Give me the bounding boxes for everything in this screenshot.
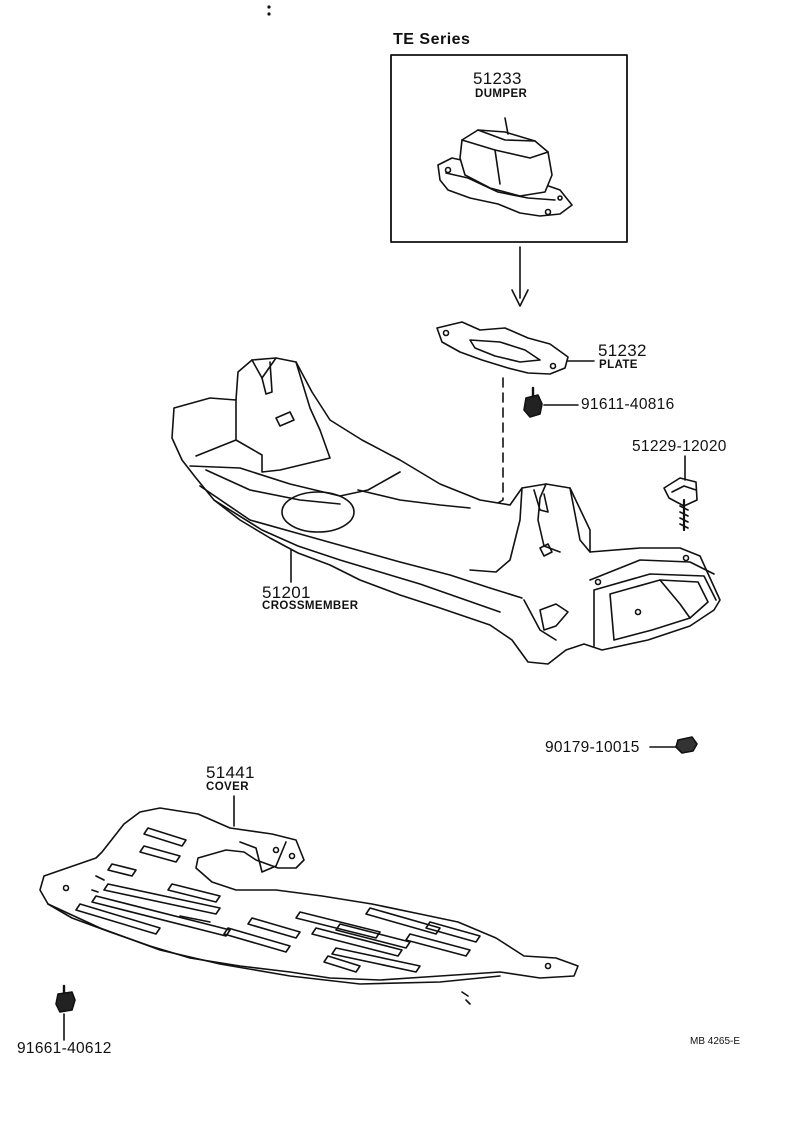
inset-arrow-head xyxy=(512,290,528,306)
plate-part-name: PLATE xyxy=(599,359,638,371)
bolt-cover-illustration xyxy=(56,986,75,1012)
plate-illustration xyxy=(437,322,568,374)
cover-part-number: 51441 xyxy=(206,763,255,782)
scan-mark xyxy=(268,13,270,15)
bolt-plate-illustration xyxy=(524,388,542,417)
crossmember-part-name: CROSSMEMBER xyxy=(262,600,359,612)
crossmember-illustration xyxy=(172,358,720,664)
scan-mark xyxy=(268,6,270,8)
bolt-cover-part-number: 91661-40612 xyxy=(17,1040,112,1057)
plate-part-number: 51232 xyxy=(598,341,647,360)
clip-illustration xyxy=(676,737,697,753)
dumper-part-name: DUMPER xyxy=(475,88,528,100)
alignment-dashed-line xyxy=(483,378,503,512)
cover-part-name: COVER xyxy=(206,781,249,793)
bracket-bolt-part-number: 51229-12020 xyxy=(632,438,727,455)
clip-part-number: 90179-10015 xyxy=(545,739,640,756)
dumper-illustration xyxy=(438,118,572,216)
diagram-reference-code: MB 4265-E xyxy=(690,1036,741,1047)
bracket-bolt-illustration xyxy=(664,478,697,530)
crossmember-part-number: 51201 xyxy=(262,583,311,602)
te-series-inset-frame xyxy=(391,55,627,242)
cover-illustration xyxy=(40,808,578,1004)
inset-title: TE Series xyxy=(393,31,471,48)
dumper-part-number: 51233 xyxy=(473,69,522,88)
bolt-plate-part-number: 91611-40816 xyxy=(581,396,675,413)
